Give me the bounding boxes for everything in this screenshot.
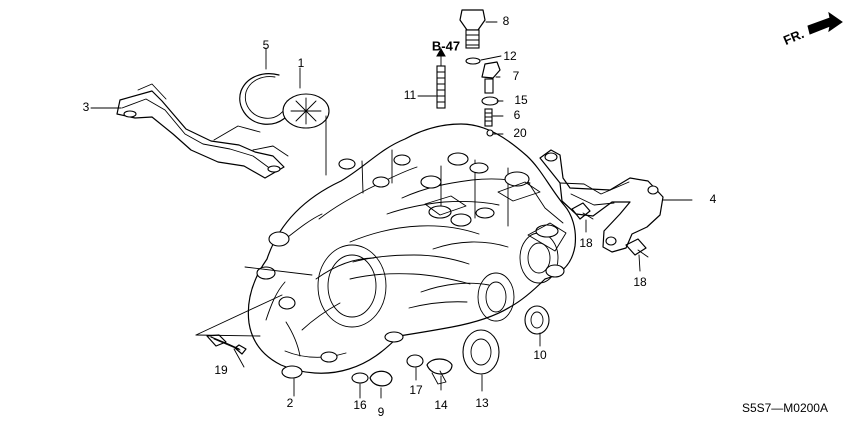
part-label-15: 15 bbox=[514, 93, 528, 107]
diagram-code: S5S7—M0200A bbox=[741, 401, 828, 415]
part-label-14: 14 bbox=[434, 398, 448, 412]
part-label-17: 17 bbox=[409, 383, 423, 397]
part-label-18-lower: 18 bbox=[633, 275, 647, 289]
part-label-3: 3 bbox=[83, 100, 90, 114]
part-label-12: 12 bbox=[503, 49, 517, 63]
bracket-3 bbox=[116, 83, 289, 179]
case-bosses bbox=[256, 152, 567, 379]
front-direction-arrow: FR. bbox=[781, 11, 843, 48]
lower-fasteners bbox=[206, 202, 649, 387]
part-label-1: 1 bbox=[298, 56, 305, 70]
part-label-6: 6 bbox=[514, 108, 521, 122]
part-label-4: 4 bbox=[710, 192, 717, 206]
front-direction-label: FR. bbox=[781, 26, 806, 48]
part-label-20: 20 bbox=[513, 126, 527, 140]
part-label-16: 16 bbox=[353, 398, 367, 412]
part-label-7: 7 bbox=[513, 69, 520, 83]
part-label-13: 13 bbox=[475, 396, 489, 410]
bracket-4 bbox=[539, 149, 664, 253]
leader-lines bbox=[90, 21, 693, 399]
part-label-18-upper: 18 bbox=[579, 236, 593, 250]
transmission-case bbox=[247, 123, 577, 374]
ring-and-plate bbox=[239, 73, 330, 129]
part-label-8: 8 bbox=[503, 14, 510, 28]
part-label-9: 9 bbox=[378, 405, 385, 419]
part-label-19: 19 bbox=[214, 363, 228, 377]
reference-label: B-47 bbox=[432, 38, 460, 53]
part-label-10: 10 bbox=[533, 348, 547, 362]
top-fasteners bbox=[436, 9, 501, 137]
part-label-11: 11 bbox=[404, 88, 417, 102]
part-label-5: 5 bbox=[263, 38, 270, 52]
part-label-2: 2 bbox=[287, 396, 294, 410]
part-labels: 3 5 1 11 B-47 8 12 7 15 6 20 4 18 18 10 … bbox=[83, 14, 717, 419]
